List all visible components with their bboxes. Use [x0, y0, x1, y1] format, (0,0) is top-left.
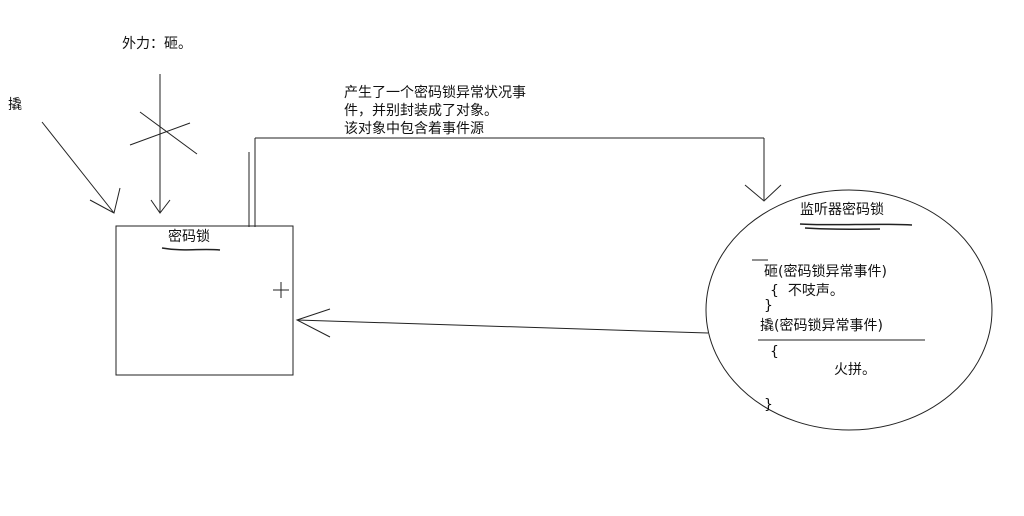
force-cross-2: [139, 111, 198, 155]
pry-arrow-head: [89, 187, 121, 214]
method2-signature: 撬(密码锁异常事件): [760, 318, 883, 334]
return-arrow-shaft: [296, 319, 709, 334]
method1-body: { 不吱声。: [770, 283, 844, 299]
method1-signature: 砸(密码锁异常事件): [764, 264, 887, 280]
event-description-line-3: 该对象中包含着事件源: [344, 121, 484, 137]
listener-title-underline: [799, 223, 913, 226]
method1-body-text: 不吱声。: [787, 283, 844, 299]
external-force-label: 外力：砸。: [122, 36, 192, 52]
method1-open-brace: {: [770, 283, 779, 299]
listener-title-underline-2: [804, 227, 881, 230]
pry-label: 撬: [8, 97, 22, 113]
method1-close-brace: }: [764, 298, 773, 314]
force-cross-1: [129, 122, 191, 146]
event-description-line-2: 件，并别封装成了对象。: [344, 103, 498, 119]
pry-arrow-shaft: [41, 121, 115, 214]
event-description-line-1: 产生了一个密码锁异常状况事: [344, 85, 526, 101]
lock-title-underline: [161, 247, 221, 251]
method2-open-brace: {: [770, 344, 779, 360]
listener-ellipse: [705, 189, 993, 431]
lock-box: [115, 225, 294, 376]
method2-close-brace: }: [764, 397, 773, 413]
method2-body-text: 火拼。: [834, 362, 876, 378]
lock-title: 密码锁: [168, 229, 210, 245]
return-arrow-head: [295, 308, 331, 338]
event-description: 产生了一个密码锁异常状况事 件，并别封装成了对象。 该对象中包含着事件源: [344, 84, 526, 138]
listener-title: 监听器密码锁: [800, 202, 884, 218]
force-arrow-head: [150, 199, 171, 214]
down-arrow-head: [744, 184, 782, 202]
